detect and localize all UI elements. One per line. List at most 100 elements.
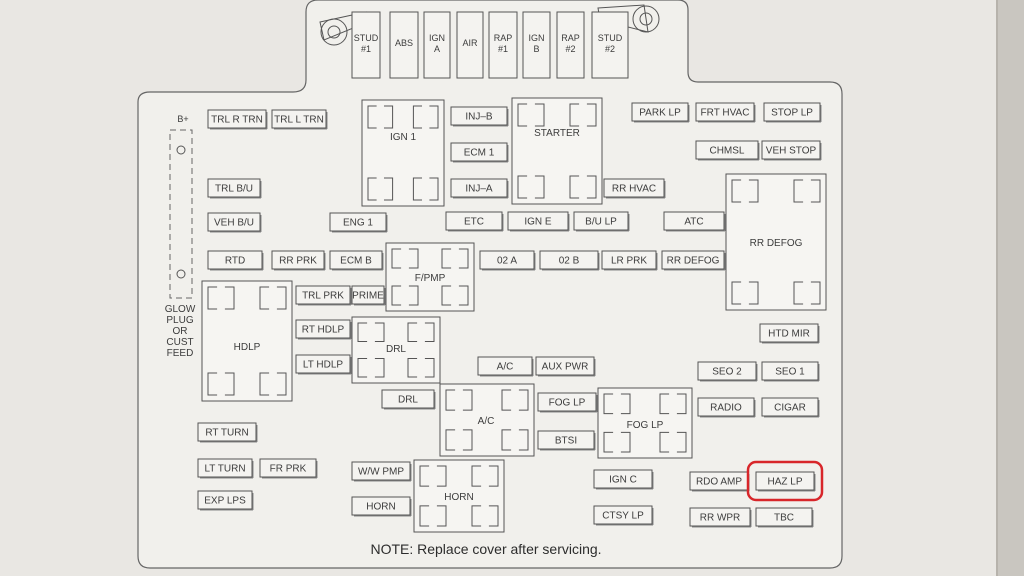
fuse-label: DRL [398, 395, 418, 406]
fuse-label: ENG 1 [343, 218, 373, 229]
fuse-frt-hvac: FRT HVAC [695, 102, 756, 123]
fuse-label: FOG LP [549, 398, 586, 409]
relay-fog-lp: FOG LP [597, 387, 693, 459]
relay-label: HORN [444, 492, 473, 503]
fuse-label: HTD MIR [768, 329, 810, 340]
glow-label-1: GLOW [165, 304, 196, 315]
fuse-label: TRL R TRN [211, 115, 263, 126]
fuse-lt-hdlp: LT HDLP [295, 354, 352, 375]
top-slot-stud-2: STUD#2 [591, 11, 629, 79]
fuse-seo-1: SEO 1 [761, 361, 820, 382]
fuse-trl-r-trn: TRL R TRN [207, 109, 268, 130]
fuse-label: RTD [225, 256, 245, 267]
top-slot-rap-1: RAP#1 [488, 11, 518, 79]
relay-label: F/PMP [415, 273, 446, 284]
fuse-prime: PRIME [351, 285, 386, 306]
fuse-label: TRL PRK [302, 291, 344, 302]
top-slot-label: #1 [498, 44, 508, 54]
relay-a-c: A/C [439, 383, 535, 457]
fuse-exp-lps: EXP LPS [197, 490, 254, 511]
fuse-b-u-lp: B/U LP [573, 211, 630, 232]
highlight-ring [746, 460, 824, 502]
top-slot-label: RAP [561, 33, 580, 43]
fuse-label: TRL L TRN [274, 115, 324, 126]
relay-drl: DRL [351, 316, 441, 384]
fuse-a-c: A/C [477, 356, 534, 377]
top-slot-air: AIR [456, 11, 484, 79]
fuse-horn: HORN [351, 496, 412, 517]
service-note: NOTE: Replace cover after servicing. [370, 541, 601, 557]
fuse-inj-b: INJ–B [450, 106, 509, 127]
fuse-lt-turn: LT TURN [197, 458, 254, 479]
relay-label: HDLP [234, 342, 261, 353]
top-slot-label: STUD [354, 33, 379, 43]
fuse-label: FRT HVAC [701, 108, 750, 119]
fuse-trl-b-u: TRL B/U [207, 178, 262, 199]
fuse-label: CTSY LP [602, 511, 644, 522]
fuse-label: 02 B [559, 256, 580, 267]
fuse-drl: DRL [381, 389, 436, 410]
fuse-label: INJ–A [465, 184, 493, 195]
relay-ign-1: IGN 1 [361, 99, 445, 207]
fuse-veh-b-u: VEH B/U [207, 212, 262, 233]
fuse-tbc: TBC [755, 507, 814, 528]
relay-label: STARTER [534, 128, 580, 139]
fuse-label: ETC [464, 217, 484, 228]
fuse-haz-lp: HAZ LP [755, 471, 816, 492]
fuse-label: RR HVAC [612, 184, 656, 195]
fuse-label: TBC [774, 513, 794, 524]
fuse-label: ATC [684, 217, 703, 228]
fuse-rr-prk: RR PRK [271, 250, 326, 271]
fuse-etc: ETC [445, 211, 504, 232]
fuse-fr-prk: FR PRK [259, 458, 318, 479]
glow-label-5: FEED [167, 348, 194, 359]
top-slot-label: #2 [565, 44, 575, 54]
fuse-label: FR PRK [270, 464, 307, 475]
fuse-label: LT HDLP [303, 360, 344, 371]
fuse-label: BTSI [555, 436, 577, 447]
fuse-lr-prk: LR PRK [601, 250, 658, 271]
relay-rr-defog: RR DEFOG [725, 173, 827, 311]
fuse-label: RR WPR [700, 513, 741, 524]
fuse-label: W/W PMP [358, 467, 404, 478]
fuse-label: AUX PWR [542, 362, 589, 373]
fuse-label: IGN E [524, 217, 552, 228]
top-slot-label: #1 [361, 44, 371, 54]
relay-horn: HORN [413, 459, 505, 533]
fuse-label: HAZ LP [767, 477, 802, 488]
top-slot-label: ABS [395, 38, 413, 48]
fuse-label: CIGAR [774, 403, 806, 414]
page-binding-edge [996, 0, 1024, 576]
fuse-atc: ATC [663, 211, 726, 232]
fuse-label: RR PRK [279, 256, 317, 267]
fuse-label: TRL B/U [215, 184, 253, 195]
top-slot-stud-1: STUD#1 [351, 11, 381, 79]
fuse-label: INJ–B [465, 112, 493, 123]
top-slot-label: #2 [605, 44, 615, 54]
fuse-rt-turn: RT TURN [197, 422, 258, 443]
fuse-label: VEH STOP [766, 146, 817, 157]
fuse-label: HORN [366, 502, 395, 513]
fuse-rt-hdlp: RT HDLP [295, 319, 352, 340]
fuse-label: A/C [497, 362, 514, 373]
glow-label-4: CUST [166, 337, 193, 348]
fuse-label: SEO 1 [775, 367, 805, 378]
fuse-ecm-b: ECM B [329, 250, 384, 271]
highlight-group [746, 460, 824, 502]
fuse-btsi: BTSI [537, 430, 596, 451]
fuse-label: RADIO [710, 403, 742, 414]
fuse-trl-l-trn: TRL L TRN [271, 109, 328, 130]
top-slot-label: STUD [598, 33, 623, 43]
fuse-02-a: 02 A [479, 250, 536, 271]
relay-label: A/C [478, 416, 495, 427]
fuse-radio: RADIO [697, 397, 756, 418]
fuse-label: 02 A [497, 256, 517, 267]
fuse-label: RT TURN [205, 428, 248, 439]
fuse-inj-a: INJ–A [450, 178, 509, 199]
fuse-label: RT HDLP [302, 325, 345, 336]
fuse-group: TRL R TRN TRL L TRN TRL B/U VEH B/U RTD RR PR… [197, 102, 822, 528]
relay-label: DRL [386, 344, 406, 355]
fuse-label: STOP LP [771, 108, 813, 119]
fuse-label: EXP LPS [204, 496, 246, 507]
